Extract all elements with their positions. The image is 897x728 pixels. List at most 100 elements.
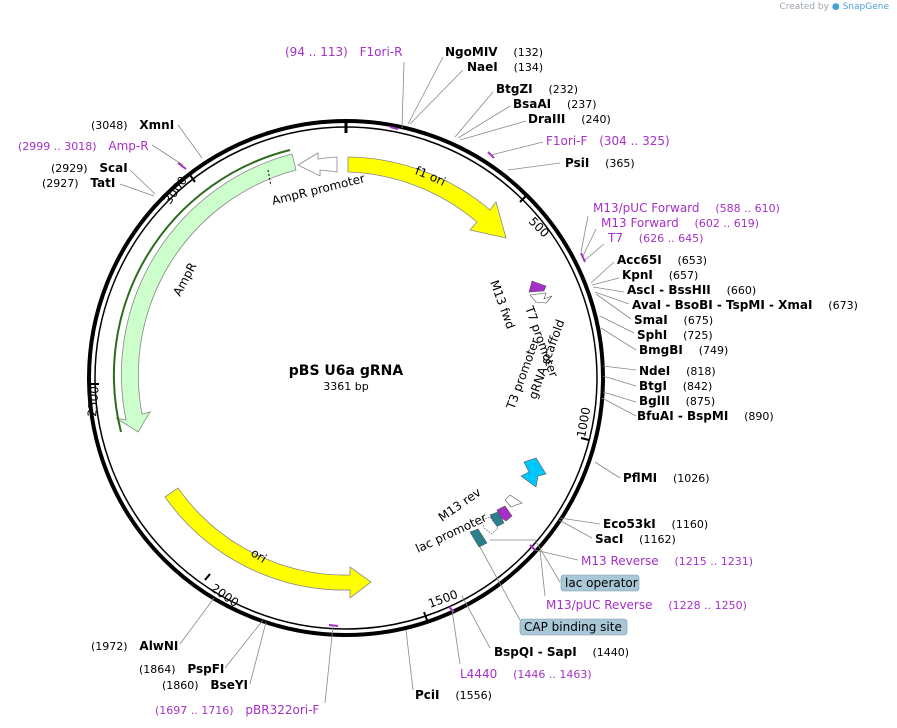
- feature-t7-promoter[interactable]: [529, 292, 553, 304]
- label-eco53ki-pos: (1160): [672, 518, 709, 531]
- label-acc65i: Acc65I (653): [617, 253, 707, 267]
- leader-bmgbi: [600, 327, 637, 351]
- leader-pspfi: [224, 619, 264, 669]
- label-t7-pos: (626 .. 645): [639, 232, 704, 245]
- label-bsaai-name: BsaAI: [513, 97, 551, 111]
- label-asci-pos: (660): [727, 284, 757, 297]
- label-bseyi-pos: (1860): [162, 679, 199, 692]
- label-btgzi-name: BtgZI: [496, 82, 533, 96]
- label-sphi-name: SphI: [637, 328, 667, 342]
- plasmid-length: 3361 bp: [323, 380, 368, 393]
- label-f1ori-r-name: F1ori-R: [360, 45, 403, 59]
- leader-eco53ki: [559, 517, 601, 525]
- label-avai-name: AvaI - BsoBI - TspMI - XmaI: [632, 298, 812, 312]
- feature-ampr[interactable]: [115, 153, 297, 433]
- site-labels: (94 .. 113) F1ori-R NgoMIV (132) NaeI (1…: [18, 45, 858, 717]
- label-bspqi-name: BspQI - SapI: [494, 645, 577, 659]
- leader-f1ori-f: [490, 141, 544, 156]
- label-eco53ki: Eco53kI (1160): [603, 517, 708, 531]
- feature-t3-promoter[interactable]: [504, 494, 523, 508]
- label-m13-fwd: M13 fwd: [487, 278, 518, 331]
- label-l4440-pos: (1446 .. 1463): [513, 668, 592, 681]
- label-f1ori-f-pos: (304 .. 325): [599, 134, 669, 148]
- label-xmni-pos: (3048): [91, 119, 128, 132]
- leader-pflmi: [594, 461, 621, 479]
- label-m13puc-rev-name: M13/pUC Reverse: [546, 598, 653, 612]
- feature-f1-ori[interactable]: [347, 156, 507, 239]
- leader-alwni: [179, 597, 215, 645]
- label-sphi-pos: (725): [683, 329, 713, 342]
- label-pspfi: (1864) PspFI: [139, 662, 224, 676]
- label-pbr322ori-f: (1697 .. 1716) pBR322ori-F: [155, 703, 319, 717]
- label-acc65i-name: Acc65I: [617, 253, 662, 267]
- label-bglii: BglII (875): [639, 394, 715, 408]
- label-pbr322-pos: (1697 .. 1716): [155, 704, 234, 717]
- tick-2000-mark: [204, 573, 211, 581]
- label-bmgbi-pos: (749): [699, 344, 729, 357]
- label-lac-operator: lac operator: [565, 576, 638, 590]
- label-f1ori-r-pos: (94 .. 113): [285, 45, 348, 59]
- leader-kpni: [591, 277, 620, 286]
- leader-amp-r: [151, 144, 184, 166]
- label-amp-r-name: Amp-R: [108, 139, 148, 153]
- label-ndei-pos: (818): [686, 365, 716, 378]
- label-cap-binding-site: CAP binding site: [524, 620, 622, 634]
- mark-m13: [580, 252, 586, 263]
- leader-bglii: [602, 391, 637, 403]
- label-m13-fwd-pos: (602 .. 619): [695, 217, 760, 230]
- label-bfuai-pos: (890): [744, 410, 774, 423]
- leader-f1ori-r: [401, 61, 405, 129]
- label-asci-name: AscI - BssHII: [627, 283, 711, 297]
- label-psii-pos: (365): [605, 157, 635, 170]
- leader-lines: [119, 56, 637, 704]
- label-bglii-pos: (875): [686, 395, 716, 408]
- leader-tati: [119, 183, 155, 197]
- label-asci: AscI - BssHII (660): [627, 283, 756, 297]
- leader-t7: [584, 243, 605, 261]
- label-ngomiv-pos: (132): [513, 46, 543, 59]
- leader-bfuai: [601, 397, 637, 417]
- label-t7-name: T7: [607, 231, 623, 245]
- tick-1000-mark: [580, 437, 590, 441]
- mark-l4440: [448, 606, 455, 613]
- label-ndei: NdeI (818): [639, 364, 716, 378]
- leader-pcii: [405, 629, 414, 691]
- label-draiii-name: DraIII: [528, 112, 565, 126]
- label-pflmi: PflMI (1026): [623, 471, 710, 485]
- label-tati: (2927) TatI: [42, 176, 115, 190]
- feature-lac-promoter[interactable]: [481, 516, 499, 535]
- plasmid-name: pBS U6a gRNA: [289, 363, 404, 379]
- feature-cap-binding-site[interactable]: [469, 528, 488, 548]
- amp-r-primer-arc: [112, 149, 291, 433]
- label-bsaai: BsaAI (237): [513, 97, 597, 111]
- feature-ori[interactable]: [164, 487, 372, 599]
- label-m13-rev-primer: M13 Reverse (1215 .. 1231): [581, 554, 753, 568]
- label-m13puc-rev-pos: (1228 .. 1250): [668, 599, 747, 612]
- label-psii-name: PsiI: [565, 156, 589, 170]
- label-pspfi-name: PspFI: [187, 662, 224, 676]
- label-tati-name: TatI: [90, 176, 115, 190]
- label-m13-rev-pos: (1215 .. 1231): [675, 555, 754, 568]
- feature-grna-scaffold[interactable]: [520, 457, 547, 488]
- leader-acc65i: [590, 261, 615, 284]
- leader-btgzi: [454, 91, 494, 138]
- leader-smai: [595, 293, 632, 320]
- label-pbr322-name: pBR322ori-F: [245, 703, 319, 717]
- credit-brand: SnapGene: [842, 2, 889, 12]
- leader-m13puc-fwd: [580, 215, 589, 253]
- mark-m13-rev: [529, 544, 536, 551]
- feature-m13-fwd[interactable]: [528, 280, 547, 293]
- leader-m13puc-rev: [539, 549, 546, 597]
- tick-1500-mark: [423, 611, 428, 621]
- tick-1000: 1000: [574, 406, 593, 439]
- label-amp-r: (2999 .. 3018) Amp-R: [18, 139, 149, 153]
- label-alwni-name: AlwNI: [139, 639, 178, 653]
- feature-ampr-promoter[interactable]: [297, 152, 338, 177]
- leader-ngomiv: [407, 56, 444, 125]
- label-ngomiv-name: NgoMIV: [445, 45, 498, 59]
- tick-2500: 2500: [85, 386, 102, 418]
- label-btgi: BtgI (842): [639, 379, 712, 393]
- label-ampr: AmpR: [170, 260, 199, 298]
- leader-pbr322: [324, 625, 334, 704]
- label-bmgbi-name: BmgBI: [639, 343, 683, 357]
